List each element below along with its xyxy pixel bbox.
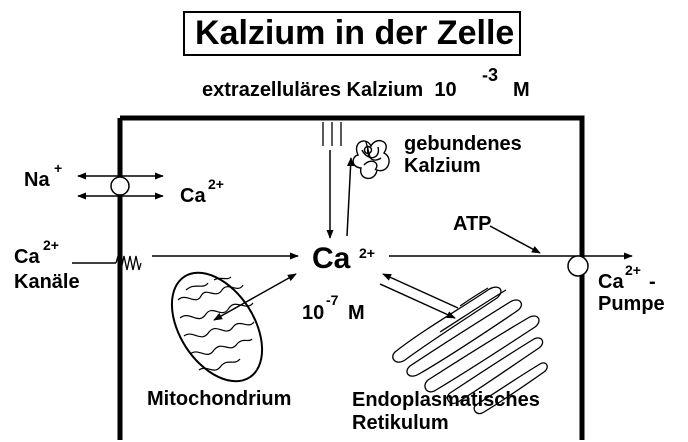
calcium-channel-spring xyxy=(115,255,142,271)
title-box xyxy=(183,11,521,56)
mitochondrion-label: Mitochondrium xyxy=(147,388,292,410)
extracellular-unit: M xyxy=(513,79,530,101)
cytosolic-calcium-charge: 2+ xyxy=(359,245,375,261)
bound-calcium-protein xyxy=(352,139,390,180)
extracellular-exponent: -3 xyxy=(482,65,499,85)
cell-membrane xyxy=(117,115,585,440)
sodium-charge: + xyxy=(54,160,63,176)
atp-label: ATP xyxy=(453,213,492,235)
channel-calcium-label: Ca xyxy=(14,246,40,268)
pump-calcium-charge: 2+ xyxy=(625,262,641,278)
channels-label: Kanäle xyxy=(14,271,80,293)
bound-calcium-arrow xyxy=(346,157,355,237)
cytosolic-conc-unit: M xyxy=(348,302,365,324)
cytosolic-calcium-label: Ca xyxy=(312,242,351,275)
channel-calcium-charge: 2+ xyxy=(43,237,59,253)
cytosolic-conc-exponent: -7 xyxy=(326,292,339,308)
extracellular-calcium-label: extrazelluläres Kalzium 10 xyxy=(202,79,457,101)
cytosolic-conc-base: 10 xyxy=(302,302,325,324)
mitochondrion-shape xyxy=(170,271,264,383)
pump-calcium-label: Ca xyxy=(598,271,624,293)
er-uptake-arrow xyxy=(379,283,456,319)
endoplasmic-reticulum-shape xyxy=(392,286,548,415)
bound-calcium-line2: Kalzium xyxy=(404,155,481,177)
pump-label: Pumpe xyxy=(598,293,665,315)
sodium-label: Na xyxy=(24,169,50,191)
diagram-title: Kalzium in der Zelle xyxy=(195,14,515,52)
calcium-pump-transporter xyxy=(567,255,589,277)
er-label-line2: Retikulum xyxy=(352,412,449,434)
exchanger-calcium-label: Ca xyxy=(180,185,206,207)
exchanger-transporter xyxy=(110,176,130,196)
mitochondrion-exchange-arrow xyxy=(213,273,297,321)
er-label-line1: Endoplasmatisches xyxy=(352,389,540,411)
er-release-arrow xyxy=(382,273,459,309)
top-channel-marks xyxy=(322,122,342,146)
pump-hyphen: - xyxy=(649,271,656,293)
exchanger-calcium-charge: 2+ xyxy=(208,176,224,192)
bound-calcium-line1: gebundenes xyxy=(404,133,522,155)
atp-arrow xyxy=(489,225,541,254)
